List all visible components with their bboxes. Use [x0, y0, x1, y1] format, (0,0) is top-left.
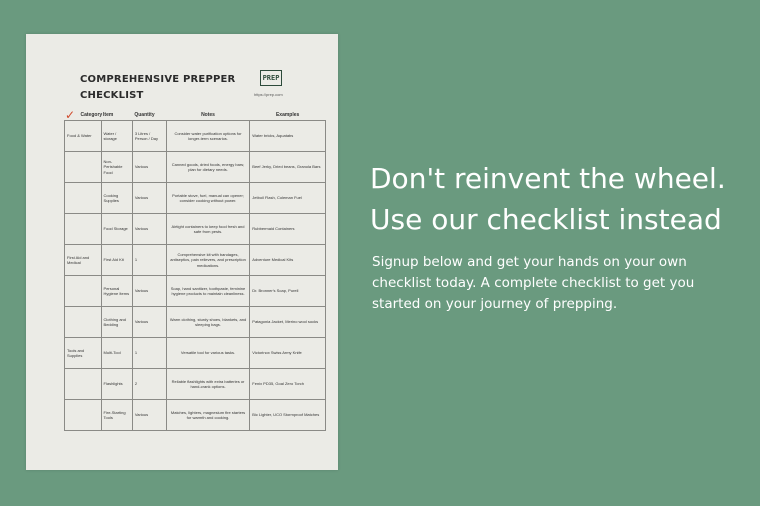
cell-quantity: Various	[131, 182, 167, 214]
cell-category	[64, 306, 102, 338]
cell-examples: Water bricks, Aquatabs	[249, 120, 326, 152]
cell-category	[64, 182, 102, 214]
cell-examples: Patagonia Jacket, Merino wool socks	[249, 306, 326, 338]
cell-category	[64, 275, 102, 307]
cell-category: Tools and Supplies	[64, 337, 102, 369]
cell-notes: Canned goods, dried foods, energy bars; …	[165, 151, 251, 183]
cell-examples: Adventure Medical Kits	[249, 244, 326, 276]
cell-category: First Aid and Medical	[64, 244, 102, 276]
promo-headline: Don't reinvent the wheel. Use our checkl…	[370, 158, 750, 240]
cell-examples: Jetboil Flash, Coleman Fuel	[249, 182, 326, 214]
cell-quantity: Various	[131, 306, 167, 338]
cell-notes: Consider water purification options for …	[165, 120, 251, 152]
cell-notes: Soap, hand sanitizer, toothpaste, femini…	[165, 275, 251, 307]
cell-item: Food Storage	[100, 213, 133, 245]
document-url: https://prep.com	[254, 92, 283, 97]
cell-quantity: 1	[131, 337, 167, 369]
cell-category	[64, 399, 102, 431]
cell-item: Non-Perishable Food	[100, 151, 133, 183]
headline-line-1: Don't reinvent the wheel.	[370, 162, 726, 195]
cell-category	[64, 368, 102, 400]
column-header-category: Category	[80, 112, 103, 118]
cell-item: Water / storage	[100, 120, 133, 152]
headline-line-2: Use our checklist instead	[370, 203, 722, 236]
cell-quantity: 2	[131, 368, 167, 400]
cell-category: Food & Water	[64, 120, 102, 152]
cell-notes: Comprehensive kit with bandages, antisep…	[165, 244, 251, 276]
prep-logo: PREP	[260, 70, 282, 86]
cell-notes: Warm clothing, sturdy shoes, blankets, a…	[165, 306, 251, 338]
column-header-examples: Examples	[275, 112, 300, 118]
cell-examples: Victorinox Swiss Army Knife	[249, 337, 326, 369]
column-header-item: Item	[103, 112, 114, 118]
checklist-document: COMPREHENSIVE PREPPER CHECKLIST PREP htt…	[26, 34, 338, 470]
cell-examples: Beef Jerky, Dried beans, Granola Bars	[249, 151, 326, 183]
cell-category	[64, 213, 102, 245]
cell-item: Fire-Starting Tools	[100, 399, 133, 431]
cell-quantity: Various	[131, 399, 167, 431]
cell-item: Clothing and Bedding	[100, 306, 133, 338]
check-mark-icon: ✓	[65, 108, 76, 122]
cell-item: Cooking Supplies	[100, 182, 133, 214]
cell-item: Flashlights	[100, 368, 133, 400]
cell-notes: Versatile tool for various tasks.	[165, 337, 251, 369]
cell-examples: Dr. Bronner's Soap, Purell	[249, 275, 326, 307]
cell-examples: Fenix PD35, Goal Zero Torch	[249, 368, 326, 400]
cell-quantity: Various	[131, 213, 167, 245]
cell-examples: Bic Lighter, UCO Stormproof Matches	[249, 399, 326, 431]
cell-quantity: Various	[131, 275, 167, 307]
checklist-table: Category Item Quantity Notes Examples Fo…	[64, 110, 326, 431]
column-header-notes: Notes	[201, 112, 215, 118]
cell-quantity: Various	[131, 151, 167, 183]
cell-category	[64, 151, 102, 183]
cell-examples: Rubbermaid Containers	[249, 213, 326, 245]
cell-quantity: 3 Litres / Person / Day	[131, 120, 167, 152]
cell-notes: Matches, lighters, magnesium fire starte…	[165, 399, 251, 431]
table-header-row: Category Item Quantity Notes Examples	[65, 110, 326, 121]
cell-quantity: 1	[131, 244, 167, 276]
cell-notes: Airtight containers to keep food fresh a…	[165, 213, 251, 245]
cell-notes: Portable stove, fuel, manual can opener;…	[165, 182, 251, 214]
column-header-quantity: Quantity	[134, 112, 155, 118]
cell-item: Multi-Tool	[100, 337, 133, 369]
cell-notes: Reliable flashlights with extra batterie…	[165, 368, 251, 400]
cell-item: Personal Hygiene Items	[100, 275, 133, 307]
document-title: COMPREHENSIVE PREPPER CHECKLIST	[80, 74, 236, 101]
promo-body-text: Signup below and get your hands on your …	[372, 254, 695, 312]
cell-item: First Aid Kit	[100, 244, 133, 276]
